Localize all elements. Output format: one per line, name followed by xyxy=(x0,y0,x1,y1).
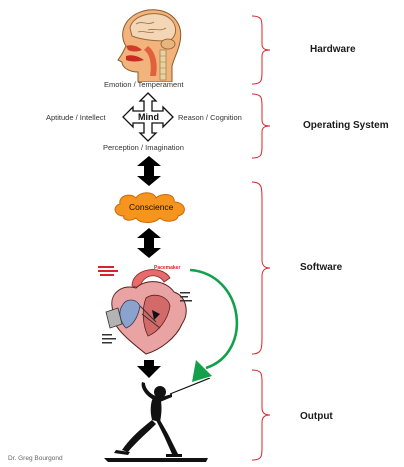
bracket-output xyxy=(251,369,271,461)
four-way-arrow xyxy=(122,92,174,142)
double-arrow-mind-conscience xyxy=(137,156,161,186)
layer-label-hardware: Hardware xyxy=(310,44,356,55)
perception-label: Perception / Imagination xyxy=(103,143,184,152)
conscience-cloud xyxy=(114,192,185,223)
mind-label: Mind xyxy=(138,112,159,122)
bracket-operating-system xyxy=(251,93,271,159)
heart-annotation-pacemaker: Pacemaker xyxy=(154,265,181,271)
layer-label-software: Software xyxy=(300,262,343,273)
reason-label: Reason / Cognition xyxy=(178,113,242,122)
double-arrow-conscience-heart xyxy=(137,228,161,258)
emotion-label: Emotion / Temperament xyxy=(104,80,184,89)
heart-anatomy-illustration xyxy=(98,266,192,355)
credit-text: Dr. Greg Bourgond xyxy=(8,455,63,462)
down-arrow-output xyxy=(137,360,161,378)
green-curved-arrow xyxy=(189,268,239,382)
bracket-hardware xyxy=(251,15,271,85)
fencer-silhouette xyxy=(104,378,211,462)
layer-label-output: Output xyxy=(300,411,333,422)
conscience-label: Conscience xyxy=(129,202,174,212)
layer-label-operating-system: Operating System xyxy=(303,120,389,131)
head-anatomy-illustration xyxy=(117,9,182,82)
bracket-software xyxy=(251,181,271,355)
aptitude-label: Aptitude / Intellect xyxy=(46,113,106,122)
